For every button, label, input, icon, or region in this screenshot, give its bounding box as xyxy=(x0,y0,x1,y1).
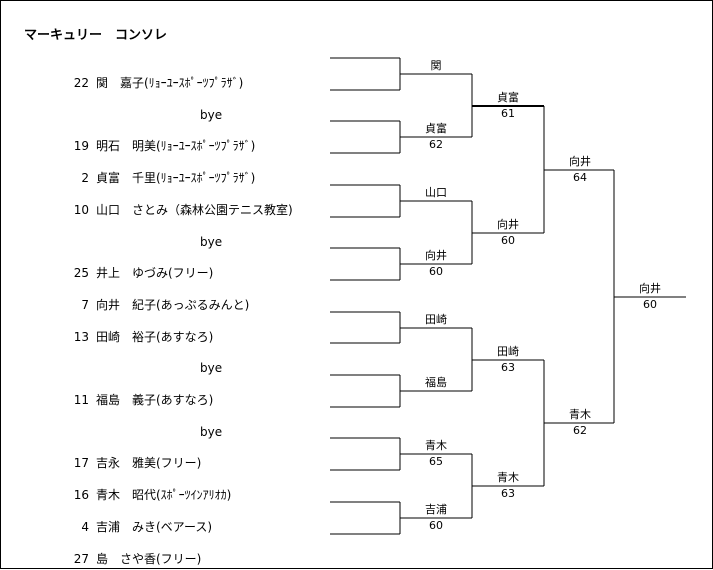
bracket-title: マーキュリー コンソレ xyxy=(24,28,168,43)
match-score: 60 xyxy=(501,234,515,247)
player-name: 吉永 雅美(フリー) xyxy=(96,456,202,471)
player-entry: 27 島 さや香(フリー) xyxy=(0,551,325,567)
player-entry: 10 山口 さとみ（森林公園テニス教室) xyxy=(0,202,325,218)
bye-label: bye xyxy=(200,107,223,122)
player-name: 島 さや香(フリー) xyxy=(96,551,202,566)
player-seed: 27 xyxy=(73,551,89,566)
bye-label: bye xyxy=(200,424,223,439)
player-name: 明石 明美(ﾘｮｰﾕｰｽﾎﾟｰﾂﾌﾟﾗｻﾞ) xyxy=(96,139,256,154)
player-entry: 7 向井 紀子(あっぷるみんと) xyxy=(0,297,325,313)
player-seed: 19 xyxy=(73,139,89,154)
player-name: 福島 義子(あすなろ) xyxy=(96,393,214,407)
player-name: 山口 さとみ（森林公園テニス教室) xyxy=(96,202,293,217)
player-seed: 22 xyxy=(73,76,89,90)
player-seed: 2 xyxy=(81,171,89,186)
player-entry: 13 田崎 裕子(あすなろ) xyxy=(0,329,325,345)
player-seed: 4 xyxy=(81,519,89,534)
player-name: 青木 昭代(ｽﾎﾟｰﾂｲﾝｱﾘｵｶ) xyxy=(96,488,232,503)
winner-name: 青木 xyxy=(425,439,447,452)
winner-name: 向井 xyxy=(497,218,519,231)
bye-label: bye xyxy=(200,361,223,376)
winner-name: 関 xyxy=(430,59,442,72)
winner-name: 田崎 xyxy=(497,345,519,358)
winner-name: 青木 xyxy=(569,408,591,421)
player-name: 貞富 千里(ﾘｮｰﾕｰｽﾎﾟｰﾂﾌﾟﾗｻﾞ) xyxy=(96,171,256,186)
player-name: 吉浦 みき(ベアース) xyxy=(96,519,213,534)
player-entry: 11 福島 義子(あすなろ) xyxy=(0,392,325,408)
player-seed: 16 xyxy=(73,488,89,503)
player-seed: 10 xyxy=(73,202,89,217)
final-score: 60 xyxy=(643,298,657,311)
player-name: 田崎 裕子(あすなろ) xyxy=(96,329,214,344)
match-score: 60 xyxy=(429,265,443,278)
player-name: 関 嘉子(ﾘｮｰﾕｰｽﾎﾟｰﾂﾌﾟﾗｻﾞ) xyxy=(96,76,244,90)
match-score: 60 xyxy=(429,519,443,532)
champion-name: 向井 xyxy=(639,282,661,295)
player-entry: 22 関 嘉子(ﾘｮｰﾕｰｽﾎﾟｰﾂﾌﾟﾗｻﾞ) xyxy=(0,75,325,91)
player-seed: 13 xyxy=(73,329,89,344)
match-score: 63 xyxy=(501,361,515,374)
player-entry: 16 青木 昭代(ｽﾎﾟｰﾂｲﾝｱﾘｵｶ) xyxy=(0,487,325,503)
winner-name: 吉浦 xyxy=(425,503,447,516)
winner-name: 田崎 xyxy=(425,313,447,326)
winner-name: 山口 xyxy=(425,186,447,199)
player-entry: 19 明石 明美(ﾘｮｰﾕｰｽﾎﾟｰﾂﾌﾟﾗｻﾞ) xyxy=(0,138,325,154)
player-seed: 7 xyxy=(81,297,89,312)
match-score: 65 xyxy=(429,455,443,468)
player-seed: 11 xyxy=(73,393,89,407)
player-seed: 25 xyxy=(73,266,89,281)
match-score: 63 xyxy=(501,487,515,500)
winner-name: 向井 xyxy=(425,249,447,262)
player-entry: 2 貞富 千里(ﾘｮｰﾕｰｽﾎﾟｰﾂﾌﾟﾗｻﾞ) xyxy=(0,170,325,186)
match-score: 62 xyxy=(429,138,443,151)
player-name: 井上 ゆづみ(フリー) xyxy=(96,266,214,281)
match-score: 64 xyxy=(573,171,587,184)
player-entry: 4 吉浦 みき(ベアース) xyxy=(0,519,325,535)
match-score: 61 xyxy=(501,107,515,120)
player-seed: 17 xyxy=(73,456,89,471)
winner-name: 貞富 xyxy=(425,122,447,135)
winner-name: 向井 xyxy=(569,155,591,168)
winner-name: 福島 xyxy=(425,376,447,389)
bye-label: bye xyxy=(200,234,223,249)
winner-name: 青木 xyxy=(497,471,519,484)
match-score: 62 xyxy=(573,424,587,437)
player-entry: 25 井上 ゆづみ(フリー) xyxy=(0,265,325,281)
player-entry: 17 吉永 雅美(フリー) xyxy=(0,455,325,471)
winner-name: 貞富 xyxy=(497,91,519,104)
player-name: 向井 紀子(あっぷるみんと) xyxy=(96,297,250,312)
